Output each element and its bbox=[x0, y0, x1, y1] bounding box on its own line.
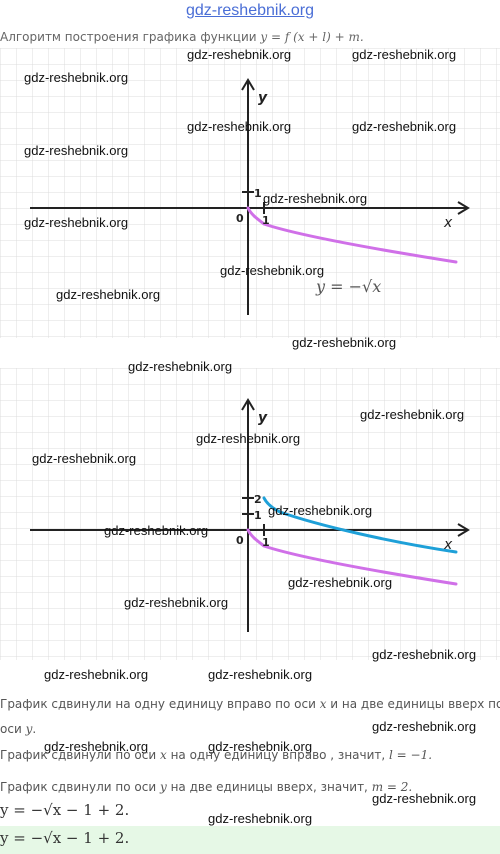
x-axis-arrow bbox=[457, 523, 470, 537]
watermark: gdz-reshebnik.org bbox=[44, 667, 149, 682]
tick-x-1-label: 1 bbox=[262, 214, 270, 227]
watermark: gdz-reshebnik.org bbox=[288, 575, 393, 590]
page-heading: Алгоритм построения графика функции y = … bbox=[0, 30, 364, 44]
origin-label: 0 bbox=[236, 212, 244, 225]
curve-original bbox=[246, 528, 458, 586]
result-formula-highlighted: y = −√x − 1 + 2. bbox=[0, 829, 130, 847]
tick-y-1-label: 1 bbox=[254, 187, 262, 200]
text-segment: на одну единицу вправо , значит, bbox=[166, 748, 390, 762]
watermark: gdz-reshebnik.org bbox=[352, 119, 457, 134]
watermark: gdz-reshebnik.org bbox=[32, 451, 137, 466]
watermark: gdz-reshebnik.org bbox=[187, 47, 292, 62]
paragraph-shift-both: График сдвинули на одну единицу вправо п… bbox=[0, 697, 500, 711]
math-var: y bbox=[159, 780, 167, 794]
watermark: gdz-reshebnik.org bbox=[104, 523, 209, 538]
paragraph-shift-y: График сдвинули по оси y на две единицы … bbox=[0, 780, 412, 794]
watermark: gdz-reshebnik.org bbox=[292, 335, 397, 350]
x-axis-label: x bbox=[443, 537, 453, 553]
watermark: gdz-reshebnik.org bbox=[124, 595, 229, 610]
text-segment: График сдвинули по оси bbox=[0, 748, 160, 762]
x-axis-label: x bbox=[443, 215, 453, 231]
tick-y-1-label: 1 bbox=[254, 509, 262, 522]
text-segment: оси bbox=[0, 722, 26, 736]
math-equation: l = −1. bbox=[389, 748, 433, 762]
curve-neg-sqrt-x bbox=[246, 206, 458, 264]
curve-shifted bbox=[262, 496, 458, 554]
heading-formula: y = f (x + l) + m. bbox=[260, 30, 364, 44]
watermark: gdz-reshebnik.org bbox=[220, 263, 325, 278]
text-segment: и на две единицы вверх по bbox=[326, 697, 500, 711]
watermark: gdz-reshebnik.org bbox=[208, 811, 313, 826]
graph-formula: y = −√x bbox=[315, 277, 381, 296]
result-formula: y = −√x − 1 + 2. bbox=[0, 801, 130, 819]
tick-y-2-label: 2 bbox=[254, 493, 262, 506]
watermark: gdz-reshebnik.org bbox=[352, 47, 457, 62]
result-highlight-box: y = −√x − 1 + 2. bbox=[0, 826, 500, 854]
math-var: x bbox=[319, 697, 327, 711]
math-var: x bbox=[159, 748, 167, 762]
heading-text: Алгоритм построения графика функции bbox=[0, 30, 261, 44]
text-segment: График сдвинули на одну единицу вправо п… bbox=[0, 697, 320, 711]
y-axis-arrow bbox=[241, 398, 255, 411]
watermark: gdz-reshebnik.org bbox=[208, 739, 313, 754]
watermark: gdz-reshebnik.org bbox=[196, 431, 301, 446]
watermark: gdz-reshebnik.org bbox=[56, 287, 161, 302]
watermark: gdz-reshebnik.org bbox=[24, 215, 129, 230]
origin-label: 0 bbox=[236, 534, 244, 547]
watermark: gdz-reshebnik.org bbox=[128, 359, 233, 374]
site-link[interactable]: gdz-reshebnik.org bbox=[185, 2, 315, 19]
watermark: gdz-reshebnik.org bbox=[372, 647, 477, 662]
watermark: gdz-reshebnik.org bbox=[360, 407, 465, 422]
watermark: gdz-reshebnik.org bbox=[268, 503, 373, 518]
paragraph-shift-both-cont: оси y. bbox=[0, 722, 36, 736]
graph-2: y x 0 1 1 2 bbox=[0, 368, 500, 660]
y-axis-label: y bbox=[258, 410, 268, 426]
watermark: gdz-reshebnik.org bbox=[24, 143, 129, 158]
watermark: gdz-reshebnik.org bbox=[372, 791, 477, 806]
tick-x-1-label: 1 bbox=[262, 536, 270, 549]
watermark: gdz-reshebnik.org bbox=[372, 719, 477, 734]
y-axis-arrow bbox=[241, 78, 255, 91]
x-axis-arrow bbox=[457, 201, 470, 215]
watermark: gdz-reshebnik.org bbox=[187, 119, 292, 134]
watermark: gdz-reshebnik.org bbox=[208, 667, 313, 682]
watermark: gdz-reshebnik.org bbox=[44, 739, 149, 754]
y-axis-label: y bbox=[258, 90, 268, 106]
text-segment: График сдвинули по оси bbox=[0, 780, 160, 794]
graph-1: y x 0 1 1 y = −√x bbox=[0, 48, 500, 338]
watermark: gdz-reshebnik.org bbox=[263, 191, 368, 206]
text-segment: на две единицы вверх, значит, bbox=[166, 780, 372, 794]
paragraph-shift-x: График сдвинули по оси x на одну единицу… bbox=[0, 748, 432, 762]
math-var: y bbox=[25, 722, 33, 736]
text-segment: . bbox=[32, 722, 37, 736]
math-equation: m = 2. bbox=[371, 780, 413, 794]
watermark: gdz-reshebnik.org bbox=[24, 70, 129, 85]
